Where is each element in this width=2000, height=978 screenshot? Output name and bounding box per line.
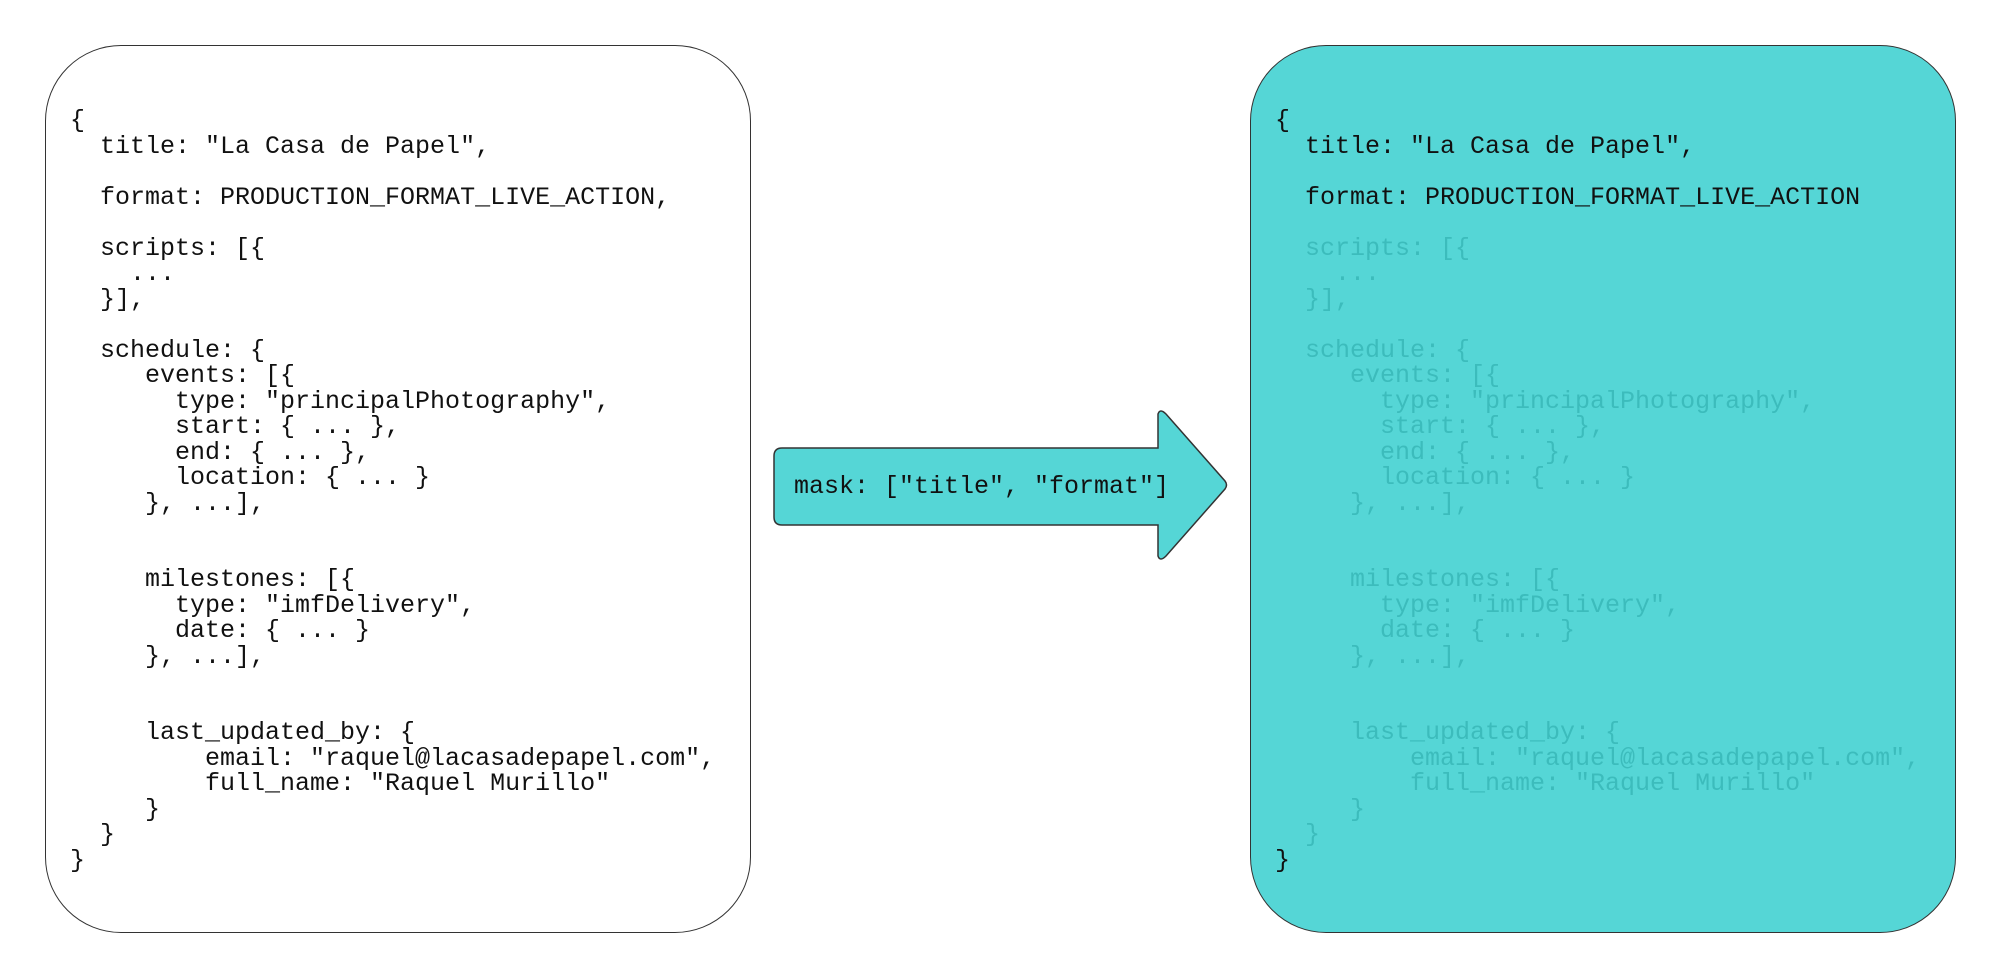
masked-code-line: full_name: "Raquel Murillo" [1275, 769, 1816, 798]
masked-code-line: schedule: { [1275, 335, 1471, 365]
source-code-line: ... [70, 259, 176, 288]
masked-code-line: events: [{ [1275, 361, 1501, 390]
source-code-line: }], [70, 284, 146, 314]
source-code-line: events: [{ [70, 361, 296, 390]
masked-document-panel: { title: "La Casa de Papel", format: PRO… [1250, 45, 1956, 933]
source-code-line: } [70, 794, 161, 824]
source-code-line: date: { ... } [70, 616, 371, 645]
masked-code-line: start: { ... }, [1275, 412, 1606, 441]
source-code-line: email: "raquel@lacasadepapel.com", [70, 743, 716, 773]
masked-code-line: } [1275, 845, 1291, 875]
masked-code-line: end: { ... }, [1275, 437, 1576, 467]
source-code-line: } [70, 820, 116, 849]
masked-code-block: { title: "La Casa de Papel", format: PRO… [1275, 108, 1920, 873]
source-code-line: end: { ... }, [70, 437, 371, 467]
masked-code-line: } [1275, 794, 1366, 824]
mask-arrow-label: mask: ["title", "format"] [794, 472, 1170, 501]
masked-code-line: location: { ... } [1275, 463, 1636, 492]
source-code-line: schedule: { [70, 335, 266, 365]
masked-code-line: type: "imfDelivery", [1275, 590, 1681, 620]
source-code-block: { title: "La Casa de Papel", format: PRO… [70, 108, 715, 873]
masked-code-line: ... [1275, 259, 1381, 288]
masked-code-line: last_updated_by: { [1275, 718, 1621, 747]
source-code-line: start: { ... }, [70, 412, 401, 441]
masked-code-line: date: { ... } [1275, 616, 1576, 645]
source-code-line: full_name: "Raquel Murillo" [70, 769, 611, 798]
source-code-line: type: "principalPhotography", [70, 386, 611, 416]
source-code-line: location: { ... } [70, 463, 431, 492]
masked-code-line: type: "principalPhotography", [1275, 386, 1816, 416]
masked-code-line: scripts: [{ [1275, 233, 1471, 263]
source-code-line: format: PRODUCTION_FORMAT_LIVE_ACTION, [70, 182, 671, 212]
source-code-line: scripts: [{ [70, 233, 266, 263]
masked-code-line: format: PRODUCTION_FORMAT_LIVE_ACTION [1275, 182, 1861, 212]
source-code-line: last_updated_by: { [70, 718, 416, 747]
masked-code-line: milestones: [{ [1275, 565, 1561, 594]
source-code-line: type: "imfDelivery", [70, 590, 476, 620]
mask-arrow-shape [773, 410, 1228, 560]
source-document-panel: { title: "La Casa de Papel", format: PRO… [45, 45, 751, 933]
masked-code-line: email: "raquel@lacasadepapel.com", [1275, 743, 1921, 773]
masked-code-line: }, ...], [1275, 641, 1471, 671]
source-code-line: title: "La Casa de Papel", [70, 131, 491, 161]
masked-code-line: } [1275, 820, 1321, 849]
masked-code-line: title: "La Casa de Papel", [1275, 131, 1696, 161]
source-code-line: } [70, 845, 86, 875]
source-code-line: milestones: [{ [70, 565, 356, 594]
source-code-line: }, ...], [70, 488, 266, 518]
source-code-line: { [70, 106, 86, 135]
masked-code-line: }], [1275, 284, 1351, 314]
source-code-line: }, ...], [70, 641, 266, 671]
masked-code-line: { [1275, 106, 1291, 135]
masked-code-line: }, ...], [1275, 488, 1471, 518]
